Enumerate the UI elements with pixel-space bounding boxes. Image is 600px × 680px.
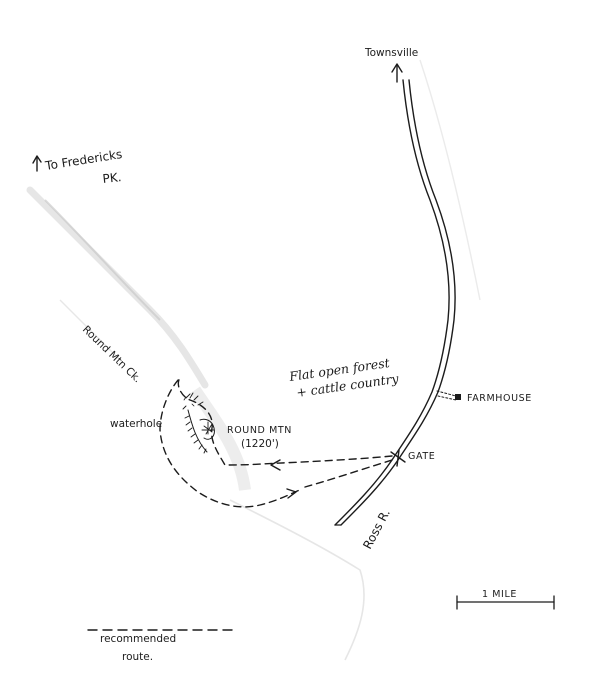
label-round-mtn-height: (1220') [241,438,279,450]
label-ross-river: Ross R. [360,507,393,552]
label-farmhouse: FARMHOUSE [467,393,532,404]
label-fredericks-pk: PK. [102,170,122,186]
route-arrow-west-icon [270,459,281,471]
farmhouse-track [436,390,461,401]
label-fredericks: To Fredericks [43,147,123,173]
fredericks-arrow-icon [32,155,42,172]
label-scale: 1 MILE [482,589,517,600]
round-mountain-icon [182,392,215,454]
legend-line-2: route. [122,651,153,663]
label-round-mtn: ROUND MTN [227,425,292,436]
label-townsville: Townsville [364,47,418,59]
gate-icon [390,449,406,467]
ross-river-road [334,79,456,526]
route-arrow-east-icon [286,488,297,499]
legend-line-1: recommended [100,633,176,645]
label-waterhole: waterhole [110,418,162,430]
creek-pencil-shading [26,59,481,661]
townsville-arrow-icon [391,63,403,83]
farmhouse-icon [455,394,461,400]
scale-bar [456,595,555,610]
recommended-route [159,377,393,508]
label-gate: GATE [408,451,435,462]
label-round-mtn-creek: Round Mtn Ck. [80,324,143,386]
